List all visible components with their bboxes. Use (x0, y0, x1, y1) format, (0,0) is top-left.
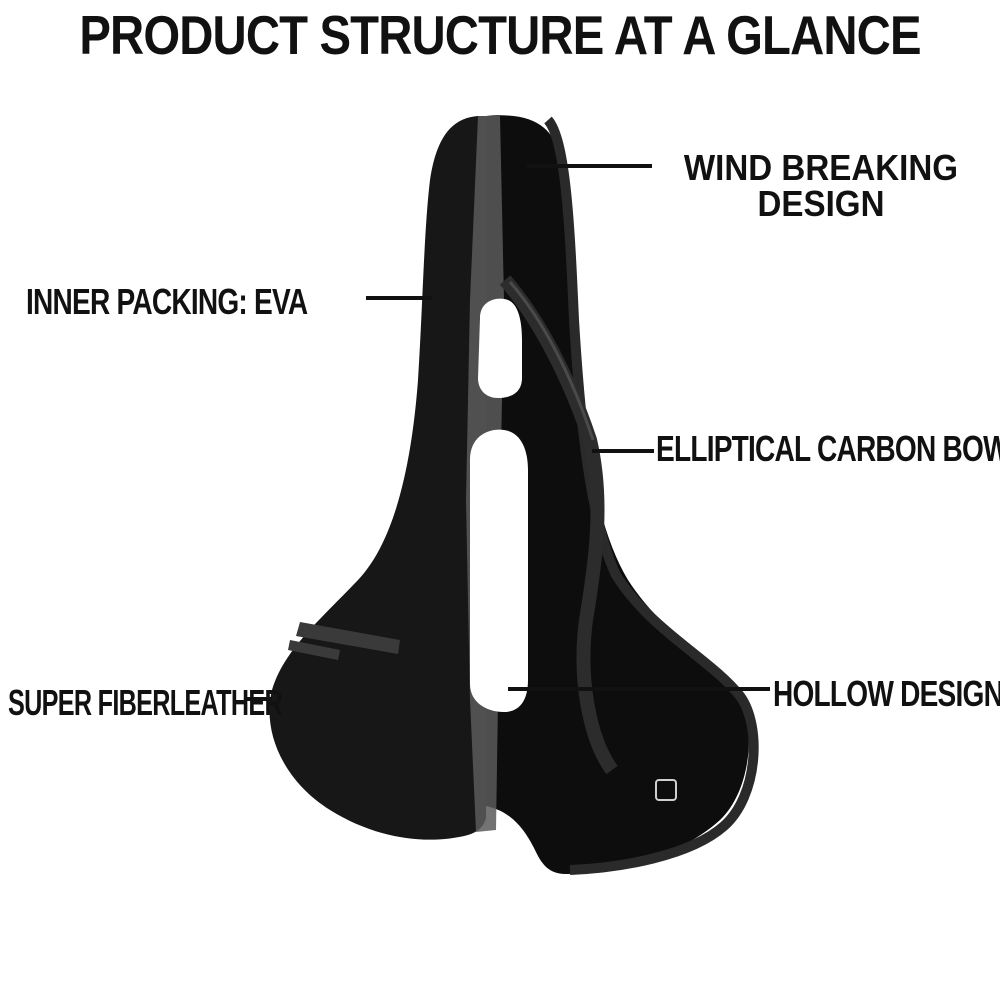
label-super-fiberleather: SUPER FIBERLEATHER (8, 682, 283, 723)
saddle-right-half (486, 115, 749, 875)
label-wind-line2: DESIGN (757, 183, 885, 224)
leather-stripes (288, 622, 400, 660)
carbon-bow (499, 275, 618, 775)
label-inner-packing: INNER PACKING: EVA (26, 281, 308, 322)
shell-rim (543, 116, 759, 875)
label-hollow-design: HOLLOW DESIGN (773, 673, 1000, 714)
page-title: PRODUCT STRUCTURE AT A GLANCE (79, 4, 921, 66)
carbon-bow-highlight (508, 281, 595, 441)
label-wind-breaking: WIND BREAKING DESIGN (669, 150, 973, 222)
saddle-left-half (269, 116, 486, 840)
label-wind-line1: WIND BREAKING (683, 147, 959, 188)
hollow-cutout-upper (478, 298, 522, 398)
hollow-cutout-lower (470, 429, 528, 712)
label-elliptical-bow: ELLIPTICAL CARBON BOW (656, 428, 1000, 469)
logo-badge (655, 779, 677, 801)
